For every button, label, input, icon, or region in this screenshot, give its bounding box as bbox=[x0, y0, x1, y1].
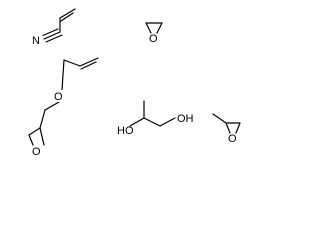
ch2-ring-bond bbox=[39, 109, 46, 129]
ring-co-bond-right bbox=[156, 22, 163, 34]
methyl-ring-bond bbox=[212, 113, 227, 124]
allyl-cc-bond bbox=[63, 59, 81, 67]
epoxide-co-right bbox=[39, 127, 45, 146]
ring-co-bond-left bbox=[225, 122, 231, 134]
propylene-glycol-structure: HO OH bbox=[117, 100, 194, 137]
chemical-structures-canvas: N O O O HO OH O bbox=[28, 8, 241, 158]
allyl-glycidyl-ether-structure: O O bbox=[28, 57, 99, 158]
ether-oxygen-label: O bbox=[54, 91, 63, 103]
ethylene-oxide-structure: O bbox=[145, 22, 163, 45]
epoxide-cc-bond bbox=[28, 127, 41, 136]
ether-ch2-bond bbox=[44, 101, 60, 111]
nitrogen-atom-label: N bbox=[32, 35, 40, 47]
vinyl-double-bond-inner bbox=[60, 12, 74, 22]
oxygen-atom-label: O bbox=[149, 33, 158, 45]
propylene-oxide-structure: O bbox=[212, 113, 241, 145]
nitrile-triple-bond-2 bbox=[42, 28, 59, 37]
terminal-double-bond bbox=[79, 57, 99, 67]
ether-oxygen-bg bbox=[53, 90, 66, 102]
vinyl-double-bond bbox=[59, 8, 76, 19]
epoxide-oxygen-label: O bbox=[32, 146, 41, 158]
acrylonitrile-structure: N bbox=[32, 8, 76, 47]
ring-co-bond-right bbox=[235, 122, 241, 134]
ring-co-bond-left bbox=[145, 22, 152, 34]
hydroxyl-label-right: OH bbox=[177, 113, 194, 125]
nitrile-triple-bond-3 bbox=[45, 34, 63, 43]
hydroxyl-label-left: HO bbox=[117, 125, 134, 137]
epoxide-co-left bbox=[28, 134, 34, 146]
c-oh-bond-left bbox=[129, 117, 145, 127]
terminal-double-bond-inner bbox=[80, 61, 97, 70]
allyl-ch2-o-bond bbox=[61, 59, 65, 91]
c-ch2-bond bbox=[143, 117, 161, 127]
oxygen-atom-label: O bbox=[228, 133, 237, 145]
nitrile-triple-bond-1 bbox=[43, 31, 61, 40]
ch2-oh-bond-right bbox=[159, 117, 176, 127]
